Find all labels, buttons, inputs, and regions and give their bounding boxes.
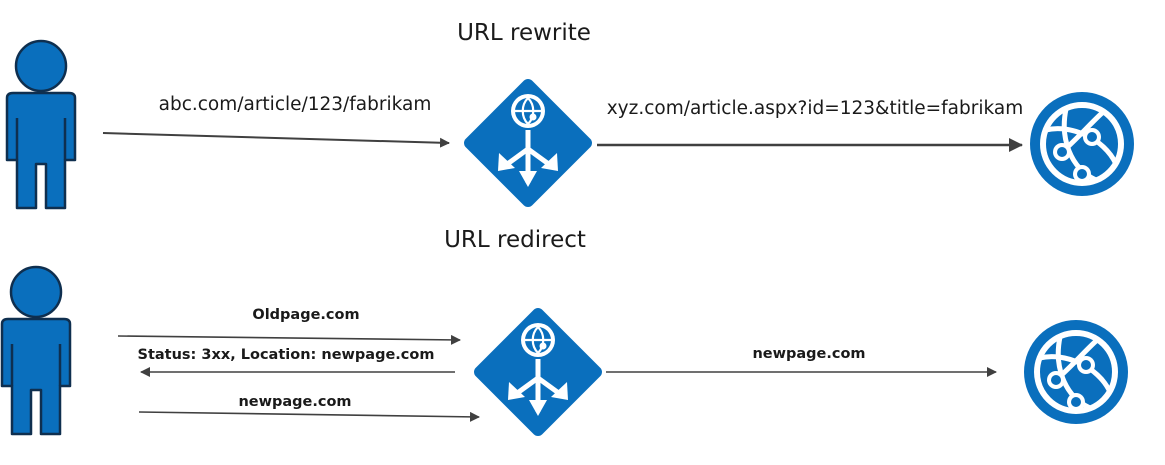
redirect-second-request-label: newpage.com	[238, 394, 351, 410]
redirect-response-label: Status: 3xx, Location: newpage.com	[138, 347, 435, 363]
rewrite-web-app-icon	[1030, 92, 1134, 196]
redirect-title: URL redirect	[444, 227, 586, 253]
rewrite-user-icon	[5, 39, 77, 210]
redirect-second-request-arrow	[138, 411, 480, 422]
redirect-request-arrow	[117, 334, 461, 345]
rewrite-backend-label: xyz.com/article.aspx?id=123&title=fabrik…	[607, 98, 1024, 119]
rewrite-request-arrow	[102, 132, 450, 148]
rewrite-request-label: abc.com/article/123/fabrikam	[159, 94, 432, 115]
redirect-web-app-icon	[1024, 320, 1128, 424]
redirect-request-label: Oldpage.com	[252, 307, 359, 323]
redirect-backend-label: newpage.com	[752, 346, 865, 362]
rewrite-title: URL rewrite	[457, 20, 591, 46]
redirect-user-icon	[0, 265, 72, 436]
redirect-gateway-icon	[472, 306, 605, 439]
rewrite-gateway-icon	[462, 77, 595, 210]
